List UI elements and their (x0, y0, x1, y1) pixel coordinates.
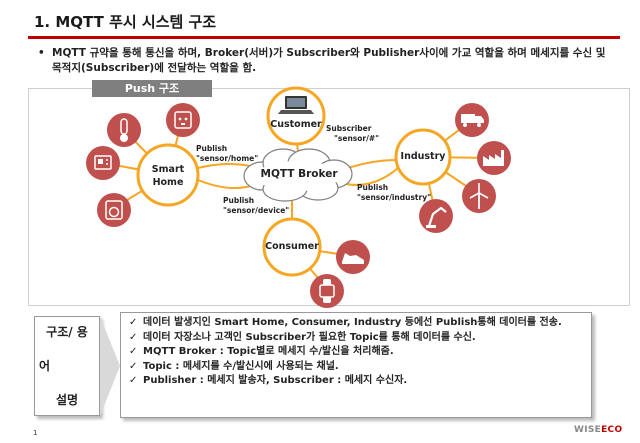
description-label-line1: 구조/ 용 (46, 324, 88, 339)
description-box: ✓ 데이터 발생지인 Smart Home, Consumer, Industry… (120, 312, 592, 418)
edge-label-subscriber: Subscriber "sensor/#" (326, 124, 379, 144)
edge-publish-industry-1: Publish (357, 183, 389, 192)
edge-label-publish-device: Publish "sensor/device" (223, 196, 289, 216)
check-icon: ✓ (129, 317, 138, 328)
robot-arm-icon (419, 199, 453, 233)
edge-subscriber-2: "sensor/#" (334, 134, 380, 143)
company-logo: WISEECO (574, 425, 622, 435)
intro-bullet: • MQTT 규약을 통해 통신을 하며, Broker(서버)가 Subscr… (38, 46, 618, 76)
industry-node (394, 128, 452, 186)
power-outlet-icon (166, 103, 200, 137)
edge-publish-device-2: "sensor/device" (223, 206, 290, 215)
factory-icon (477, 141, 511, 175)
smart-home-label-2: Home (152, 177, 184, 188)
page-title: 1. MQTT 푸시 시스템 구조 (34, 13, 217, 31)
description-item-text: Topic : 메세지를 수/발신시에 사용되는 채널. (143, 360, 339, 372)
customer-label: Customer (270, 119, 322, 130)
description-item-text: Publisher : 메세지 발송자, Subscriber : 메세지 수신… (143, 375, 408, 387)
thermometer-icon (107, 113, 141, 147)
description-item-text: 데이터 발생지인 Smart Home, Consumer, Industry … (143, 317, 562, 328)
sneaker-icon (336, 240, 370, 274)
description-item: ✓ 데이터 자장소나 고객인 Subscriber가 필요한 Topic를 통해 … (129, 331, 585, 346)
wind-turbine-icon (462, 179, 496, 213)
description-label: 구조/ 용 어 설명 (34, 316, 100, 416)
consumer-label: Consumer (265, 241, 319, 252)
broker-cloud-fill (256, 161, 340, 191)
check-icon: ✓ (129, 346, 138, 358)
description-item-text: 데이터 자장소나 고객인 Subscriber가 필요한 Topic를 통해 데… (143, 331, 476, 343)
edge-label-publish-home: Publish "sensor/home" (196, 144, 258, 164)
customer-node (266, 86, 326, 146)
broker-label: MQTT Broker (260, 168, 338, 180)
check-icon: ✓ (129, 331, 138, 343)
description-item: ✓ 데이터 발생지인 Smart Home, Consumer, Industry… (129, 316, 585, 331)
washing-machine-icon (97, 193, 131, 227)
industry-label: Industry (400, 151, 446, 162)
edge-publish-industry-2: "sensor/industry" (357, 193, 432, 202)
security-panel-icon (86, 146, 120, 180)
smartwatch-icon (310, 274, 344, 308)
edge-subscriber-1: Subscriber (326, 124, 372, 133)
check-icon: ✓ (129, 375, 138, 387)
title-underline (28, 36, 620, 39)
smart-home-label-1: Smart (151, 164, 185, 175)
edge-label-publish-industry: Publish "sensor/industry" (357, 183, 431, 203)
smart-home-node (136, 143, 200, 207)
push-structure-label: Push 구조 (92, 80, 212, 97)
laptop-icon (278, 96, 314, 114)
edge-publish-home-2: "sensor/home" (196, 154, 259, 163)
check-icon: ✓ (129, 360, 138, 372)
edge-publish-device-1: Publish (223, 196, 255, 205)
intro-text: MQTT 규약을 통해 통신을 하며, Broker(서버)가 Subscrib… (52, 47, 606, 74)
description-label-line3: 설명 (55, 392, 79, 407)
description-item: ✓ MQTT Broker : Topic별로 메세지 수/발신을 처리해줌. (129, 345, 585, 360)
logo-part-b: ECO (601, 425, 623, 435)
logo-part-a: WISE (574, 425, 602, 435)
bullet-marker: • (38, 47, 45, 59)
description-item-text: MQTT Broker : Topic별로 메세지 수/발신을 처리해줌. (143, 346, 394, 358)
page-number: 1 (33, 429, 38, 437)
description-item: ✓ Topic : 메세지를 수/발신시에 사용되는 채널. (129, 360, 585, 375)
description-item: ✓ Publisher : 메세지 발송자, Subscriber : 메세지 수… (129, 374, 585, 389)
description-label-line2: 어 (39, 358, 51, 373)
description-arrow (100, 316, 120, 416)
consumer-node (262, 217, 322, 277)
edge-publish-home-1: Publish (196, 144, 228, 153)
truck-icon (455, 103, 489, 137)
description-list: ✓ 데이터 발생지인 Smart Home, Consumer, Industry… (121, 313, 591, 389)
